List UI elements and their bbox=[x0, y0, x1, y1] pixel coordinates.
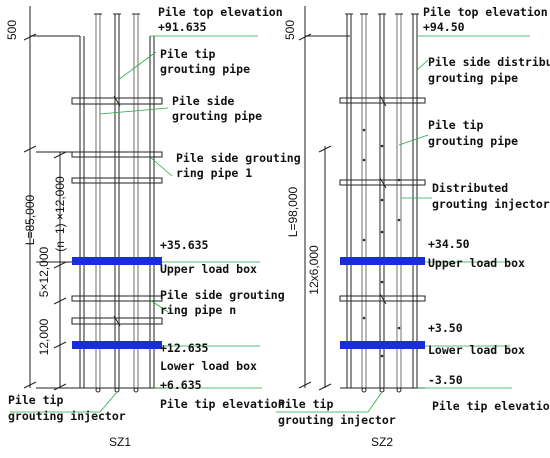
sz2-lower-load-box bbox=[340, 341, 425, 349]
sz1-lower-box-label: Lower load box bbox=[160, 359, 257, 373]
sz2-upper-load-box bbox=[340, 257, 425, 265]
sz1-tip-pipe-label-2: grouting pipe bbox=[160, 62, 250, 76]
sz1-leaders bbox=[10, 35, 262, 413]
sz1-dim-n-minus-1: (n−1) ×12,000 bbox=[53, 176, 67, 252]
sz2-dist-injector-label-2: grouting injector bbox=[432, 197, 550, 211]
sz1-tip-elev-label: Pile tip elevation bbox=[160, 397, 285, 411]
sz1-ring1-label-2: ring pipe 1 bbox=[176, 166, 252, 180]
sz2-dist-pipe-label-2: grouting pipe bbox=[428, 71, 518, 85]
sz1-title: SZ1 bbox=[109, 435, 131, 449]
sz1-ringn-label: Pile side grouting bbox=[160, 288, 285, 302]
sz1-injector-label-2: grouting injector bbox=[8, 409, 126, 423]
sz2-dim-length: L=98,000 bbox=[286, 186, 300, 237]
sz2-tip-elev-label: Pile tip elevation bbox=[432, 399, 550, 413]
sz2-dim-500: 500 bbox=[283, 20, 297, 40]
sz2-tip-value: -3.50 bbox=[428, 373, 463, 387]
sz2-upper-box-label: Upper load box bbox=[428, 256, 525, 270]
sz2-injector-label: Pile tip bbox=[278, 397, 333, 411]
sz2-lower-box-label: Lower load box bbox=[428, 343, 525, 357]
sz1-dim-5x12000: 5×12,000 bbox=[37, 246, 51, 297]
sz1-lower-value: +12.635 bbox=[160, 341, 209, 355]
sz2-lower-value: +3.50 bbox=[428, 321, 463, 335]
sz1-ringn-label-2: ring pipe n bbox=[160, 303, 236, 317]
sz2-dim-12x6000: 12x6,000 bbox=[307, 245, 321, 295]
sz2-leaders bbox=[276, 35, 530, 413]
sz2-pile: 500 L=98,000 12x6,000 bbox=[276, 5, 550, 449]
sz2-dist-injector-label: Distributed bbox=[432, 181, 508, 195]
sz1-dim-12000: 12,000 bbox=[37, 318, 51, 355]
sz1-top-elev-value: +91.635 bbox=[158, 20, 207, 34]
sz2-top-elev-label: Pile top elevation bbox=[423, 5, 548, 19]
sz2-tip-pipe-label: Pile tip bbox=[428, 118, 483, 132]
sz1-tip-value: +6.635 bbox=[160, 378, 202, 392]
sz1-ring1-label: Pile side grouting bbox=[176, 151, 301, 165]
sz2-injector-dots bbox=[362, 128, 401, 358]
sz1-top-elev-label: Pile top elevation bbox=[158, 5, 283, 19]
sz2-injector-label-2: grouting injector bbox=[278, 413, 396, 427]
sz2-dimensions: 500 L=98,000 12x6,000 bbox=[283, 6, 350, 391]
sz2-reinforcement bbox=[339, 13, 426, 393]
sz1-dim-length: L=85,000 bbox=[23, 194, 37, 245]
sz1-upper-load-box bbox=[72, 257, 162, 265]
sz2-upper-value: +34.50 bbox=[428, 237, 470, 251]
sz1-dim-500: 500 bbox=[5, 20, 19, 40]
sz1-upper-box-label: Upper load box bbox=[160, 262, 257, 276]
sz1-tip-pipe-label: Pile tip bbox=[160, 47, 215, 61]
sz2-tip-pipe-label-2: grouting pipe bbox=[428, 134, 518, 148]
sz1-dimensions: 500 L=85,000 5×12,000 (n−1) ×12,000 12,0… bbox=[5, 6, 80, 391]
sz1-side-pipe-label: Pile side bbox=[172, 94, 234, 108]
sz2-dist-pipe-label: Pile side distributed bbox=[428, 55, 550, 69]
sz1-side-pipe-label-2: grouting pipe bbox=[172, 109, 262, 123]
sz2-top-elev-value: +94.50 bbox=[423, 20, 465, 34]
sz1-upper-value: +35.635 bbox=[160, 238, 209, 252]
sz1-injector-label: Pile tip bbox=[8, 393, 63, 407]
sz1-reinforcement bbox=[71, 13, 163, 393]
sz2-title: SZ2 bbox=[371, 435, 393, 449]
sz1-pile: 500 L=85,000 5×12,000 (n−1) ×12,000 12,0… bbox=[5, 5, 301, 449]
sz1-lower-load-box bbox=[72, 341, 162, 349]
